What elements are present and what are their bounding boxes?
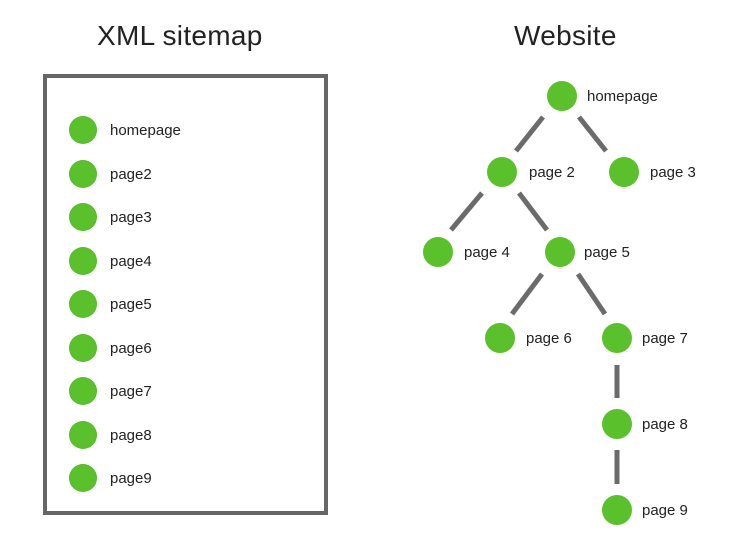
sitemap-item-label: page4	[110, 252, 152, 270]
tree-edge	[510, 272, 544, 316]
tree-edge	[577, 115, 608, 153]
sitemap-item: page9	[69, 463, 152, 493]
xml-sitemap-list: homepage page2 page3 page4 page5 page6 p…	[43, 74, 328, 515]
sitemap-item: page6	[69, 333, 152, 363]
sitemap-item-label: page8	[110, 426, 152, 444]
page-dot-icon	[69, 421, 97, 449]
tree-node-label: page 5	[584, 244, 630, 261]
sitemap-item: page8	[69, 420, 152, 450]
tree-edge	[449, 191, 484, 232]
sitemap-item-label: page7	[110, 382, 152, 400]
page-dot-icon	[69, 247, 97, 275]
page-dot-icon	[545, 237, 575, 267]
page-dot-icon	[602, 323, 632, 353]
sitemap-item-label: page3	[110, 208, 152, 226]
page-dot-icon	[69, 290, 97, 318]
tree-node-label: page 7	[642, 330, 688, 347]
sitemap-item-label: page2	[110, 165, 152, 183]
tree-node-label: page 3	[650, 164, 696, 181]
tree-node-label: homepage	[587, 88, 658, 105]
page-dot-icon	[69, 377, 97, 405]
page-dot-icon	[547, 81, 577, 111]
page-dot-icon	[69, 464, 97, 492]
tree-node-page-8: page 8	[602, 409, 688, 439]
tree-node-homepage: homepage	[547, 81, 658, 111]
tree-edge	[517, 191, 549, 232]
tree-node-label: page 8	[642, 416, 688, 433]
sitemap-item: page4	[69, 246, 152, 276]
sitemap-item-label: homepage	[110, 121, 181, 139]
page-dot-icon	[602, 409, 632, 439]
tree-node-page-3: page 3	[609, 157, 696, 187]
page-dot-icon	[423, 237, 453, 267]
tree-node-page-9: page 9	[602, 495, 688, 525]
sitemap-item: page2	[69, 159, 152, 189]
tree-node-page-7: page 7	[602, 323, 688, 353]
page-dot-icon	[485, 323, 515, 353]
tree-node-page-2: page 2	[487, 157, 575, 187]
page-dot-icon	[69, 334, 97, 362]
website-title: Website	[514, 20, 617, 51]
page-dot-icon	[602, 495, 632, 525]
tree-node-label: page 9	[642, 502, 688, 519]
xml-sitemap-title: XML sitemap	[97, 20, 263, 51]
page-dot-icon	[609, 157, 639, 187]
sitemap-item: page5	[69, 289, 152, 319]
page-dot-icon	[69, 160, 97, 188]
sitemap-item-label: page5	[110, 295, 152, 313]
tree-node-label: page 2	[529, 164, 575, 181]
page-dot-icon	[69, 203, 97, 231]
sitemap-item: page3	[69, 202, 152, 232]
tree-edge	[575, 272, 608, 316]
tree-edge	[514, 115, 545, 153]
tree-node-page-5: page 5	[545, 237, 630, 267]
sitemap-item-label: page6	[110, 339, 152, 357]
sitemap-item: page7	[69, 376, 152, 406]
page-dot-icon	[487, 157, 517, 187]
tree-node-label: page 6	[526, 330, 572, 347]
tree-node-page-6: page 6	[485, 323, 572, 353]
page-dot-icon	[69, 116, 97, 144]
sitemap-item-label: page9	[110, 469, 152, 487]
sitemap-item: homepage	[69, 115, 181, 145]
tree-node-label: page 4	[464, 244, 510, 261]
tree-node-page-4: page 4	[423, 237, 510, 267]
